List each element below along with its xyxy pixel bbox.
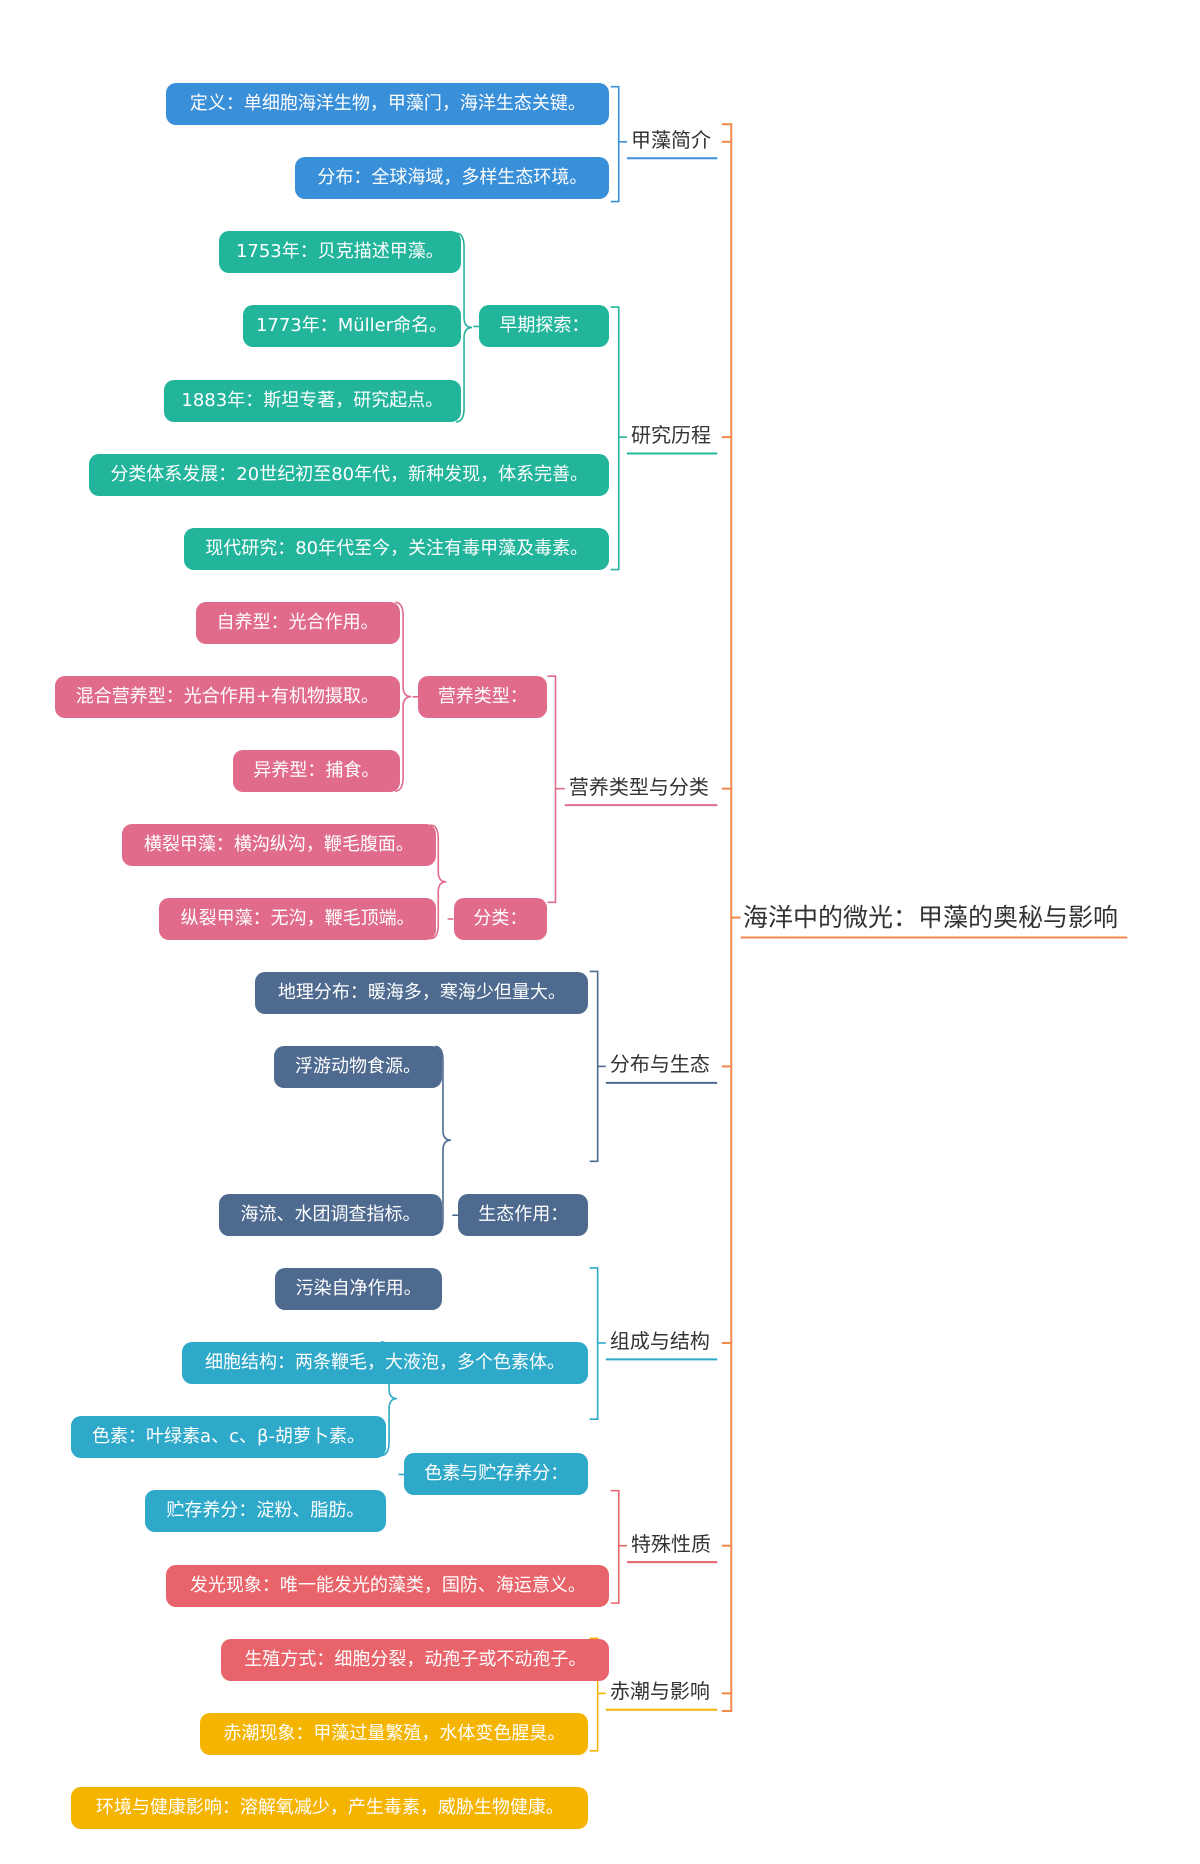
branch-topic: 研究历程 bbox=[630, 423, 711, 448]
topic-node: 色素与贮存养分： bbox=[404, 1453, 589, 1496]
connector-line bbox=[430, 824, 447, 940]
connector-line bbox=[610, 306, 620, 571]
connector-line bbox=[589, 970, 599, 1163]
topic-node: 赤潮现象：甲藻过量繁殖，水体变色腥臭。 bbox=[200, 1712, 589, 1755]
topic-node: 发光现象：唯一能发光的藻类，国防、海运意义。 bbox=[166, 1564, 610, 1607]
topic-node: 分布：全球海域，多样生态环境。 bbox=[295, 157, 610, 200]
topic-node: 分类体系发展：20世纪初至80年代，新种发现，体系完善。 bbox=[89, 453, 610, 496]
connector-line bbox=[547, 675, 557, 904]
subtopic-node: 1883年：斯坦专著，研究起点。 bbox=[164, 379, 461, 422]
subtopic-node: 1773年：Müller命名。 bbox=[242, 305, 461, 348]
topic-node: 地理分布：暖海多，寒海少但量大。 bbox=[255, 972, 589, 1015]
topic-node: 生殖方式：细胞分裂，动孢子或不动孢子。 bbox=[221, 1638, 610, 1681]
branch-topic: 特殊性质 bbox=[630, 1531, 711, 1556]
connector-line bbox=[610, 1489, 620, 1604]
subtopic-node: 纵裂甲藻：无沟，鞭毛顶端。 bbox=[159, 897, 436, 940]
subtopic-node: 色素：叶绿素a、c、β-胡萝卜素。 bbox=[71, 1416, 386, 1459]
topic-node: 定义：单细胞海洋生物，甲藻门，海洋生态关键。 bbox=[166, 83, 610, 126]
subtopic-node: 海流、水团调查指标。 bbox=[219, 1194, 442, 1237]
topic-node: 早期探索： bbox=[479, 305, 610, 348]
topic-node: 营养类型： bbox=[418, 675, 548, 718]
subtopic-node: 横裂甲藻：横沟纵沟，鞭毛腹面。 bbox=[121, 823, 436, 866]
connector-line bbox=[589, 1637, 599, 1752]
root-topic: 海洋中的微光：甲藻的奥秘与影响 bbox=[742, 902, 1118, 932]
branch-topic: 营养类型与分类 bbox=[568, 774, 709, 799]
topic-node: 环境与健康影响：溶解氧减少，产生毒素，威胁生物健康。 bbox=[71, 1786, 589, 1829]
branch-topic: 组成与结构 bbox=[609, 1328, 710, 1353]
subtopic-node: 混合营养型：光合作用+有机物摄取。 bbox=[55, 675, 400, 718]
connector-line bbox=[610, 85, 620, 203]
subtopic-node: 浮游动物食源。 bbox=[274, 1046, 442, 1089]
subtopic-node: 自养型：光合作用。 bbox=[195, 601, 400, 644]
branch-topic: 甲藻简介 bbox=[630, 127, 711, 152]
topic-node: 细胞结构：两条鞭毛，大液泡，多个色素体。 bbox=[181, 1342, 589, 1385]
subtopic-node: 污染自净作用。 bbox=[275, 1268, 442, 1311]
connector-line bbox=[395, 601, 412, 792]
connector-line bbox=[721, 123, 733, 1712]
branch-topic: 赤潮与影响 bbox=[609, 1679, 710, 1704]
branch-topic: 分布与生态 bbox=[609, 1052, 710, 1077]
connector-line bbox=[589, 1267, 599, 1420]
subtopic-node: 贮存养分：淀粉、脂肪。 bbox=[145, 1490, 386, 1533]
topic-node: 分类： bbox=[453, 897, 548, 940]
subtopic-node: 异养型：捕食。 bbox=[233, 749, 400, 792]
subtopic-node: 1753年：贝克描述甲藻。 bbox=[219, 231, 461, 274]
topic-node: 现代研究：80年代至今，关注有毒甲藻及毒素。 bbox=[183, 527, 610, 570]
topic-node: 生态作用： bbox=[458, 1194, 589, 1237]
